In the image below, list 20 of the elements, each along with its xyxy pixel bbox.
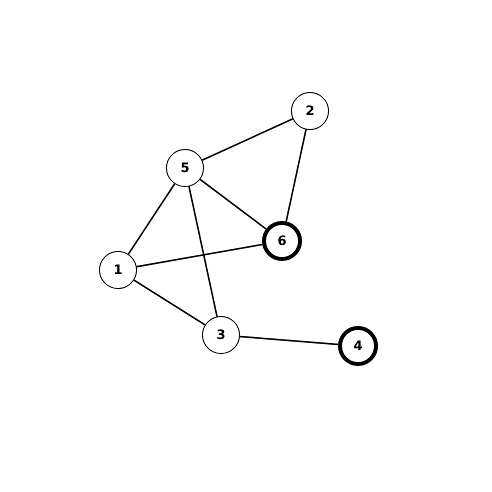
graph-node	[202, 316, 240, 354]
graph-node	[262, 221, 302, 261]
node-label: 6	[277, 234, 287, 248]
connector-line	[134, 279, 206, 326]
connector-line	[188, 186, 218, 317]
graph-node	[99, 251, 137, 289]
connector-line	[128, 183, 176, 255]
node-label: 5	[180, 162, 190, 174]
node-label: 1	[113, 264, 123, 276]
connector-line	[240, 336, 338, 346]
graph-node	[338, 326, 378, 366]
node-label: 2	[305, 104, 315, 118]
graph-node	[166, 149, 204, 187]
connector-line	[285, 129, 307, 222]
node-label: 4	[353, 340, 363, 352]
graph-node	[291, 92, 329, 130]
connector-line	[202, 118, 294, 161]
connector-line	[136, 244, 262, 268]
connector-line	[200, 178, 266, 230]
node-label: 3	[216, 328, 226, 342]
